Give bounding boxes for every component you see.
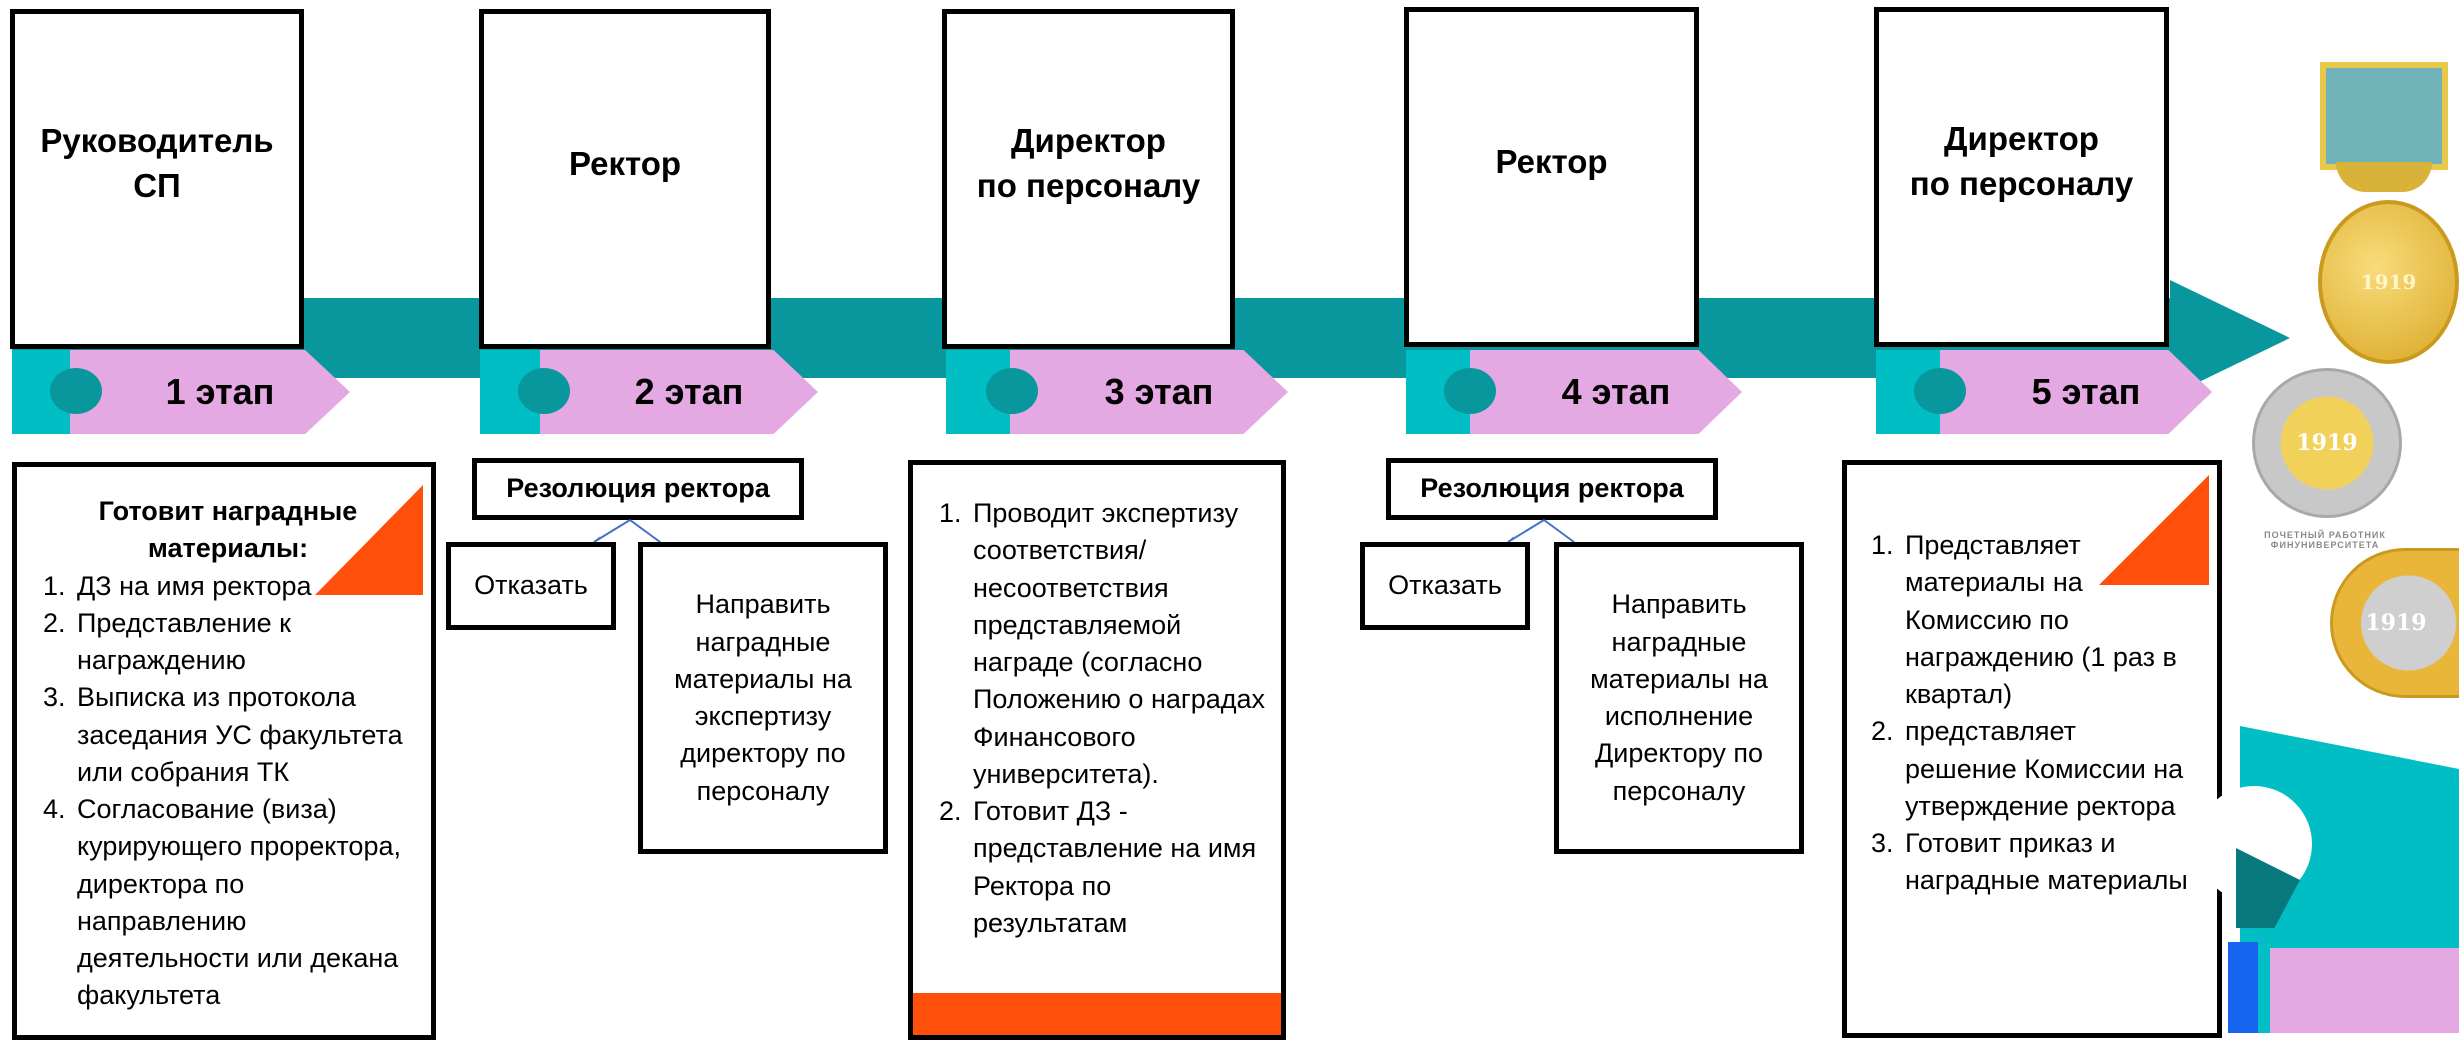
stage-1-pill: 1 этап <box>70 350 350 434</box>
stage-2-role-box: Ректор <box>479 9 771 349</box>
stage-2-refuse-label: Отказать <box>474 570 588 601</box>
stage-4-resolution-label: Резолюция ректора <box>1420 473 1684 504</box>
stage-1-role-line-1: Руководитель <box>40 122 274 160</box>
stage-1-dot <box>50 368 102 414</box>
stage-4-pill: 4 этап <box>1470 350 1742 434</box>
stage-2-forward-label: Направить наградные материалы на эксперт… <box>674 589 852 806</box>
medal-gold: 1919 <box>2318 200 2459 364</box>
stage-3-pill: 3 этап <box>1010 350 1288 434</box>
stage-3-dot <box>986 368 1038 414</box>
stage-5-item-2: представляет решение Комиссии на утвержд… <box>1901 713 2189 825</box>
decor-blue-block <box>2228 942 2258 1033</box>
medal-ribbon-laurel <box>2336 162 2432 192</box>
stage-4-forward-box: Направить наградные материалы на исполне… <box>1554 542 1804 854</box>
stage-1-accent-triangle <box>207 485 423 595</box>
stage-5-content-box: Представляет материалы на Комиссию по на… <box>1842 460 2222 1038</box>
stage-3-accent-bar <box>913 993 1281 1035</box>
stage-1-item-1: ДЗ на имя ректора <box>73 568 417 605</box>
stage-5-item-1: Представляет материалы на Комиссию по на… <box>1901 527 2189 713</box>
stage-5-role-box: Директор по персоналу <box>1874 7 2169 347</box>
stage-2-label: 2 этап <box>634 371 744 412</box>
stage-4-dot <box>1444 368 1496 414</box>
stage-2-resolution-label: Резолюция ректора <box>506 473 770 504</box>
stage-2-resolution-box: Резолюция ректора <box>472 458 804 520</box>
stage-4-forward-label: Направить наградные материалы на исполне… <box>1590 589 1768 806</box>
medal-gold-year: 1919 <box>2360 270 2417 294</box>
stage-5-item-3: Готовит приказ и наградные материалы <box>1901 825 2189 900</box>
stage-5-role-line-2: по персоналу <box>1909 165 2134 202</box>
stage-1-label: 1 этап <box>165 371 275 412</box>
stage-3-item-2: Готовит ДЗ - представление на имя Ректор… <box>969 793 1269 942</box>
stage-1-item-2: Представление к награждению <box>73 605 417 680</box>
stage-5-accent-triangle <box>1989 475 2209 585</box>
badge-1-year: 1919 <box>2296 430 2358 456</box>
medal-ribbon-bar <box>2320 62 2448 170</box>
stage-2-forward-box: Направить наградные материалы на эксперт… <box>638 542 888 854</box>
stage-1-heading: Готовит наградные материалы: <box>98 496 358 564</box>
stage-1-content-box: Готовит наградные материалы: ДЗ на имя р… <box>12 462 436 1040</box>
stage-4-role-box: Ректор <box>1404 7 1699 347</box>
stage-1-item-3: Выписка из протокола заседания УС факуль… <box>73 679 417 791</box>
stage-2-dot <box>518 368 570 414</box>
stage-1-role-line-2: СП <box>133 167 181 204</box>
stage-4-refuse-label: Отказать <box>1388 570 1502 601</box>
stage-5-label: 5 этап <box>2031 371 2141 412</box>
stage-4-role-line-1: Ректор <box>1495 142 1608 180</box>
stage-2-pill: 2 этап <box>540 350 818 434</box>
stage-2-refuse-box: Отказать <box>446 542 616 630</box>
stage-5-dot <box>1914 368 1966 414</box>
badge-1-caption: ПОЧЕТНЫЙ РАБОТНИК ФИНУНИВЕРСИТЕТА <box>2264 530 2386 550</box>
stage-5-role-line-1: Директор <box>1944 120 2099 158</box>
stage-5-pill: 5 этап <box>1940 350 2212 434</box>
decor-pink-block <box>2270 948 2459 1033</box>
stage-4-refuse-box: Отказать <box>1360 542 1530 630</box>
badge-2-year: 1919 <box>2365 610 2427 636</box>
badge-gold-silver: 1919 <box>2330 548 2459 698</box>
stage-2-role-line-1: Ректор <box>568 144 682 182</box>
badge-silver-gold: 1919 <box>2252 368 2402 518</box>
stage-3-item-1: Проводит экспертизу соответствия/ несоот… <box>969 495 1269 793</box>
stage-4-resolution-box: Резолюция ректора <box>1386 458 1718 520</box>
stage-3-content-box: Проводит экспертизу соответствия/ несоот… <box>908 460 1286 1040</box>
stage-3-label: 3 этап <box>1104 371 1214 412</box>
stage-3-role-line-1: Директор <box>1011 122 1166 160</box>
stage-3-role-line-2: по персоналу <box>976 167 1201 204</box>
stage-3-role-box: Директор по персоналу <box>942 9 1235 349</box>
stage-4-label: 4 этап <box>1561 371 1671 412</box>
stage-1-item-4: Согласование (виза) курирующего проректо… <box>73 791 417 1015</box>
